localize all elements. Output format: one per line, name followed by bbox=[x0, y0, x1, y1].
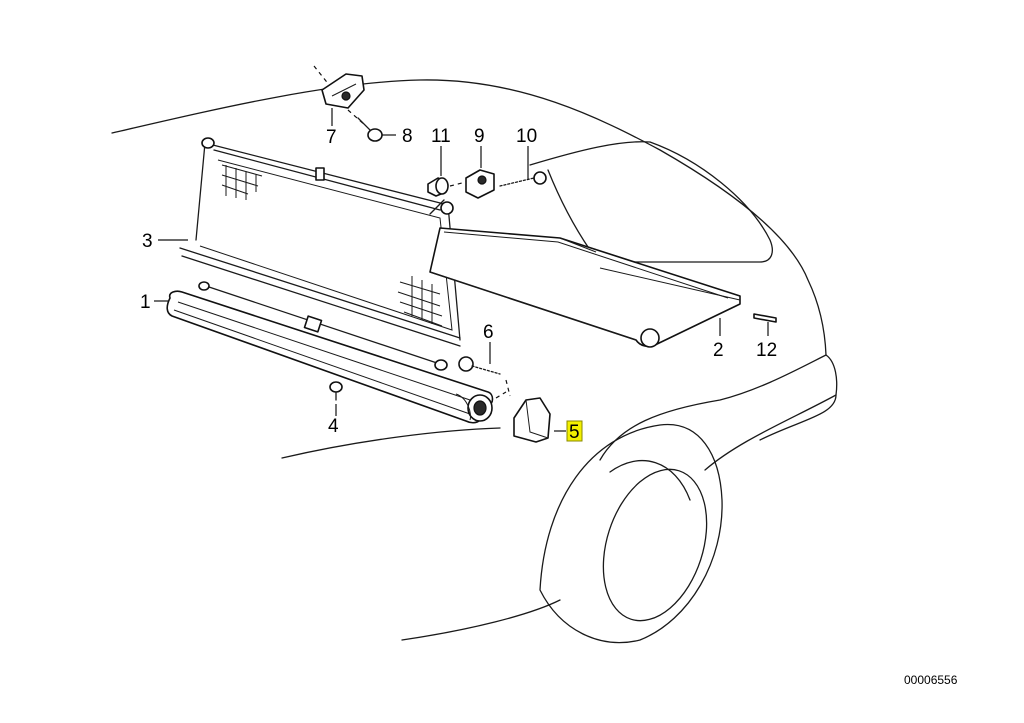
part-2-shelf-rail bbox=[429, 227, 741, 348]
part-7-upper-mount bbox=[313, 65, 365, 109]
part-12-strip bbox=[753, 313, 777, 323]
callout-2: 2 bbox=[713, 340, 724, 361]
car-body-outline bbox=[111, 79, 838, 641]
callouts: 1 2 3 4 5 6 7 8 9 10 11 12 bbox=[140, 126, 777, 443]
part-10-screw bbox=[499, 171, 547, 187]
leader-lines bbox=[154, 108, 769, 432]
wheel bbox=[539, 423, 723, 644]
callout-7: 7 bbox=[326, 127, 337, 148]
callout-3: 3 bbox=[142, 231, 153, 252]
part-9-bracket bbox=[465, 169, 495, 199]
callout-10: 10 bbox=[516, 126, 537, 147]
part-6-bolt bbox=[458, 356, 511, 397]
callout-5: 5 bbox=[569, 422, 580, 443]
part-11-clip bbox=[427, 177, 467, 197]
callout-11: 11 bbox=[431, 126, 451, 147]
callout-6: 6 bbox=[483, 322, 494, 343]
part-8-screw bbox=[347, 109, 383, 142]
reference-number: 00006556 bbox=[904, 673, 958, 687]
callout-4: 4 bbox=[328, 416, 339, 437]
callout-1: 1 bbox=[140, 292, 151, 313]
part-3-luggage-net bbox=[179, 137, 461, 347]
callout-5-highlight bbox=[566, 420, 583, 442]
part-5-end-cap bbox=[495, 391, 551, 443]
callout-12: 12 bbox=[756, 340, 777, 361]
part-4-push-pin bbox=[329, 381, 343, 401]
callout-9: 9 bbox=[474, 126, 485, 147]
part-1-roller-cassette bbox=[166, 281, 494, 424]
callout-8: 8 bbox=[402, 126, 413, 147]
